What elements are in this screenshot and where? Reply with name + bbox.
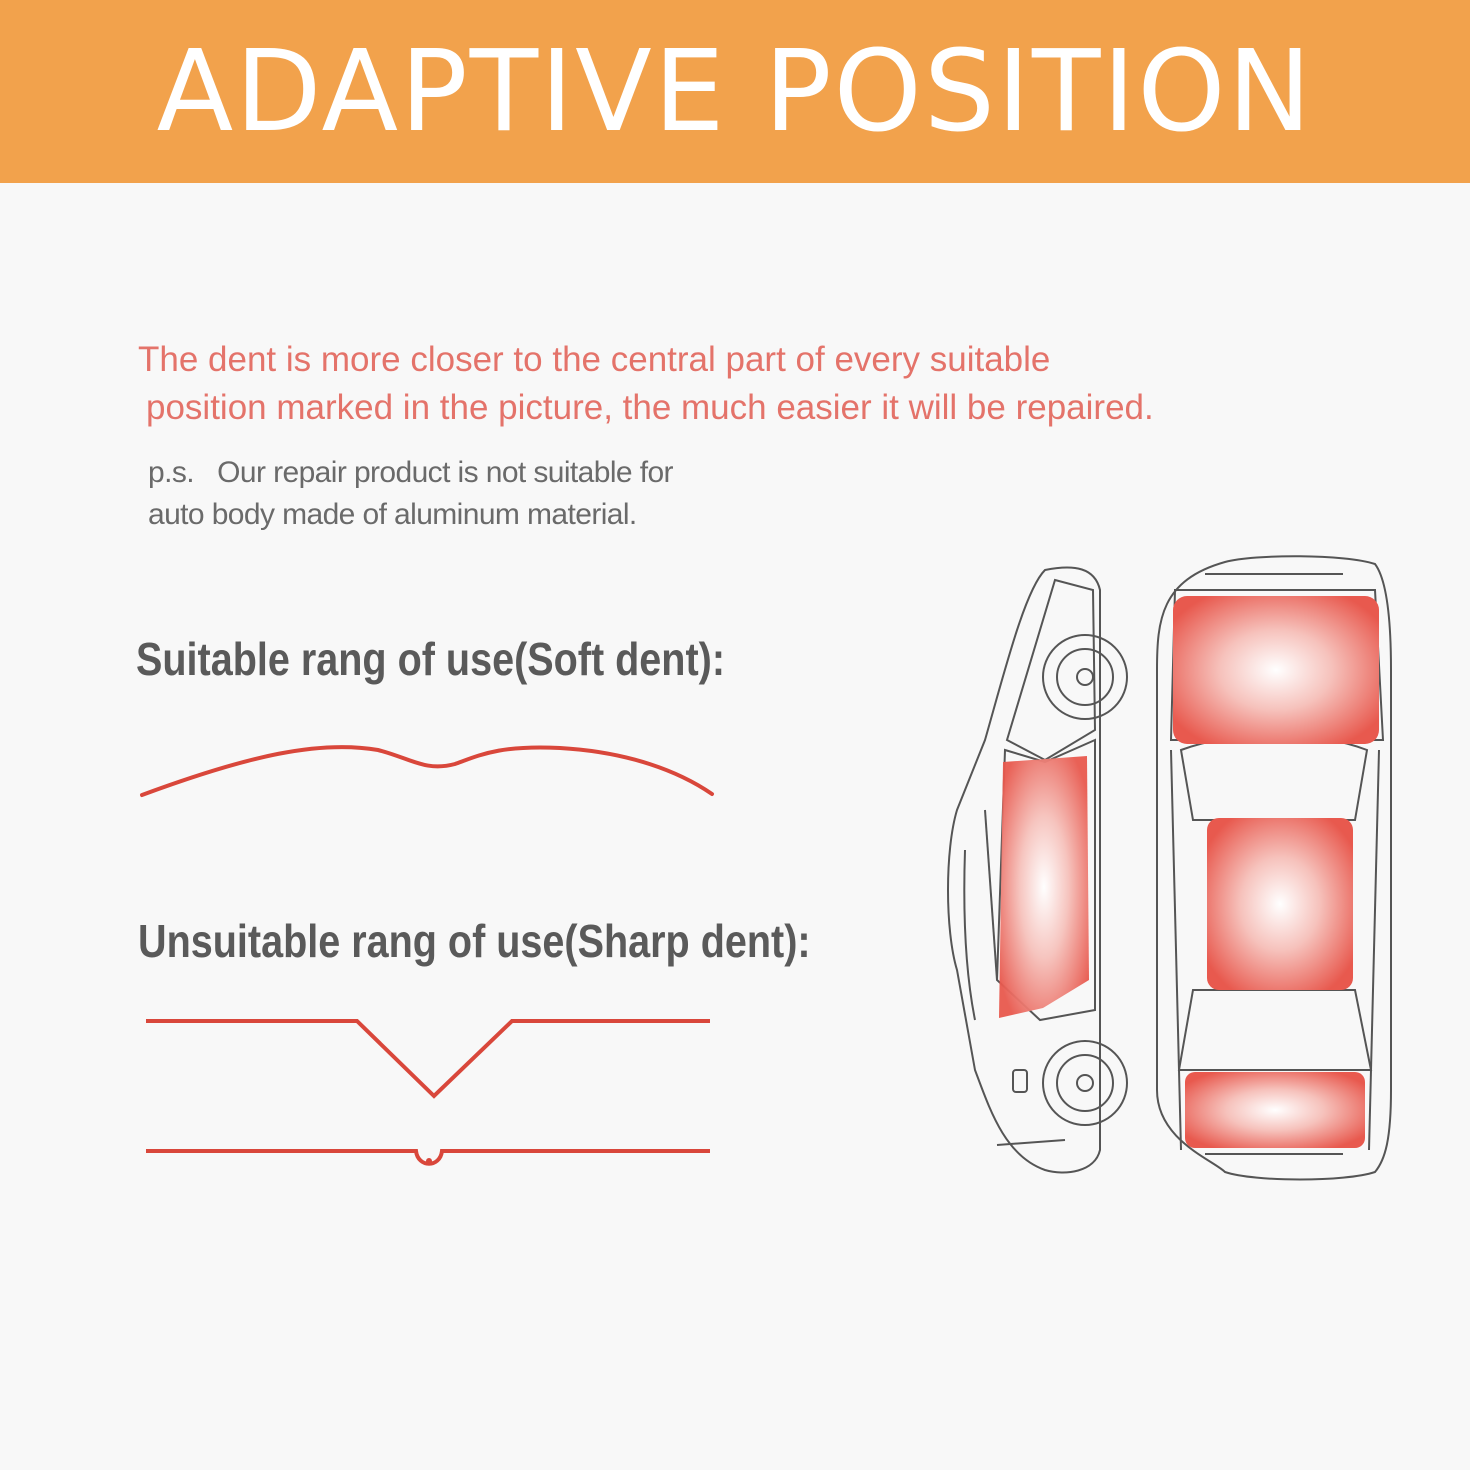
roof-highlight bbox=[1207, 818, 1353, 990]
note-line-2: auto body made of aluminum material. bbox=[148, 498, 637, 531]
suitable-heading: Suitable rang of use(Soft dent): bbox=[136, 633, 726, 685]
note-line-1: p.s. Our repair product is not suitable … bbox=[148, 456, 674, 489]
title-banner: ADAPTIVE POSITION bbox=[0, 0, 1470, 183]
intro-line-1: The dent is more closer to the central p… bbox=[138, 340, 1051, 379]
sharp-dent-curve bbox=[146, 1019, 710, 1099]
unsuitable-heading: Unsuitable rang of use(Sharp dent): bbox=[138, 915, 811, 967]
intro-line-2: position marked in the picture, the much… bbox=[146, 388, 1154, 427]
hood-highlight bbox=[1173, 596, 1379, 744]
aluminum-note: p.s. Our repair product is not suitable … bbox=[148, 452, 788, 536]
page-title: ADAPTIVE POSITION bbox=[156, 26, 1314, 157]
intro-text: The dent is more closer to the central p… bbox=[138, 336, 1258, 432]
car-diagram bbox=[947, 555, 1392, 1181]
trunk-highlight bbox=[1185, 1072, 1365, 1148]
side-door-highlight bbox=[999, 756, 1089, 1018]
pinpoint-dent-line bbox=[146, 1149, 710, 1166]
